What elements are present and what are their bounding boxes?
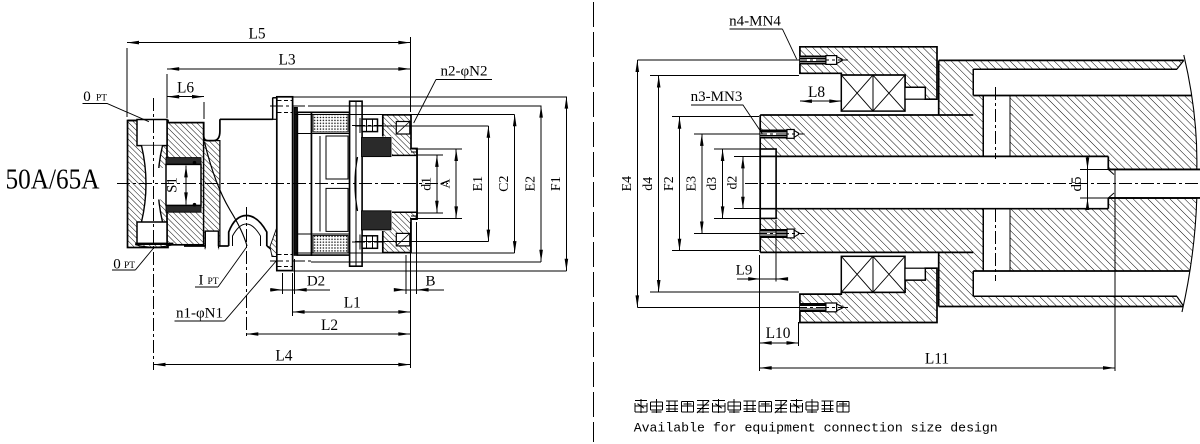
svg-text:d1: d1 (418, 177, 433, 191)
svg-text:E1: E1 (470, 176, 485, 191)
svg-text:L11: L11 (925, 350, 949, 367)
svg-text:d3: d3 (704, 177, 719, 191)
svg-text:PT: PT (207, 277, 218, 287)
svg-text:0: 0 (113, 257, 121, 273)
svg-text:d5: d5 (1069, 177, 1085, 192)
svg-text:Available for equipment connec: Available for equipment connection size … (634, 421, 998, 436)
svg-text:L10: L10 (766, 325, 791, 342)
svg-text:E3: E3 (683, 176, 698, 191)
svg-text:0: 0 (83, 89, 91, 105)
svg-text:n1-φN1: n1-φN1 (176, 306, 223, 322)
svg-text:PT: PT (96, 94, 107, 104)
svg-text:F1: F1 (548, 176, 563, 191)
svg-text:L2: L2 (321, 317, 338, 334)
svg-text:I: I (199, 273, 204, 289)
svg-text:F2: F2 (661, 176, 676, 191)
svg-text:50A/65A: 50A/65A (6, 165, 100, 196)
svg-text:E4: E4 (619, 176, 634, 191)
svg-text:d2: d2 (724, 176, 739, 190)
svg-text:A: A (438, 179, 453, 189)
svg-text:C2: C2 (496, 176, 511, 192)
svg-text:S1: S1 (165, 177, 181, 193)
svg-text:PT: PT (124, 261, 135, 271)
svg-text:n4-MN4: n4-MN4 (729, 13, 781, 29)
svg-text:L5: L5 (248, 26, 265, 43)
svg-text:L8: L8 (808, 84, 825, 101)
svg-text:L3: L3 (278, 52, 295, 69)
svg-text:n2-φN2: n2-φN2 (441, 64, 488, 80)
svg-text:B: B (425, 273, 435, 289)
svg-text:L4: L4 (275, 348, 292, 365)
svg-text:L1: L1 (344, 295, 361, 312)
svg-text:d4: d4 (640, 177, 655, 191)
svg-text:L9: L9 (736, 262, 753, 278)
svg-text:D2: D2 (307, 273, 325, 289)
svg-text:L6: L6 (177, 80, 194, 97)
svg-text:E2: E2 (523, 176, 538, 191)
svg-text:n3-MN3: n3-MN3 (691, 89, 743, 105)
